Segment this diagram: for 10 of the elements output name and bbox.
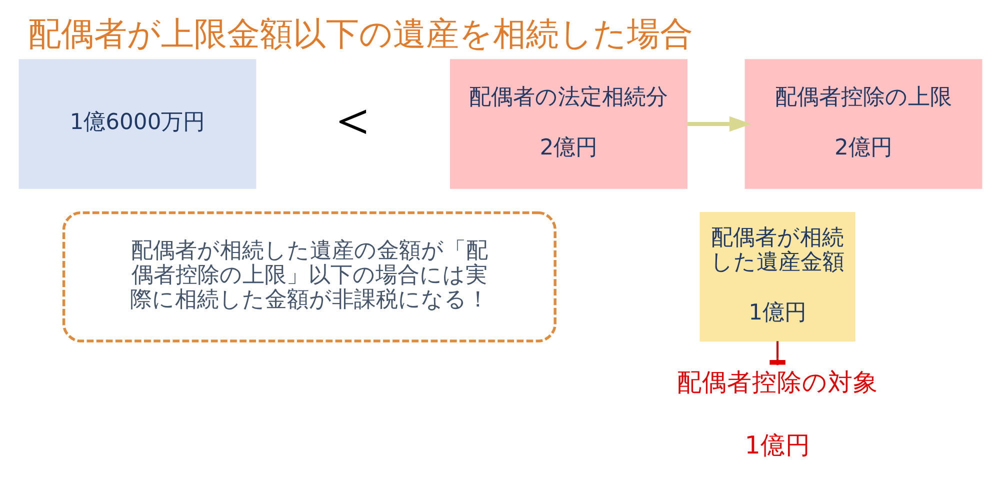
node-label: 1億円 — [744, 430, 810, 460]
node-box: 1億6000万円 — [18, 59, 256, 189]
label: 配偶者控除の対象 — [676, 368, 878, 397]
diagram-title: 配偶者が上限金額以下の遺産を相続した場合 — [28, 15, 693, 54]
label: 1億円 — [748, 300, 806, 326]
arrow — [686, 116, 751, 132]
node-box: 配偶者控除の上限 2億円 — [744, 59, 982, 189]
node-box: 配偶者の法定相続分 2億円 — [450, 59, 687, 189]
label: ＜ — [325, 86, 380, 151]
node-box: 配偶者が相続した遺産の金額が「配偶者控除の上限」以下の場合には実際に相続した金額が非課税になる！ — [62, 211, 556, 342]
